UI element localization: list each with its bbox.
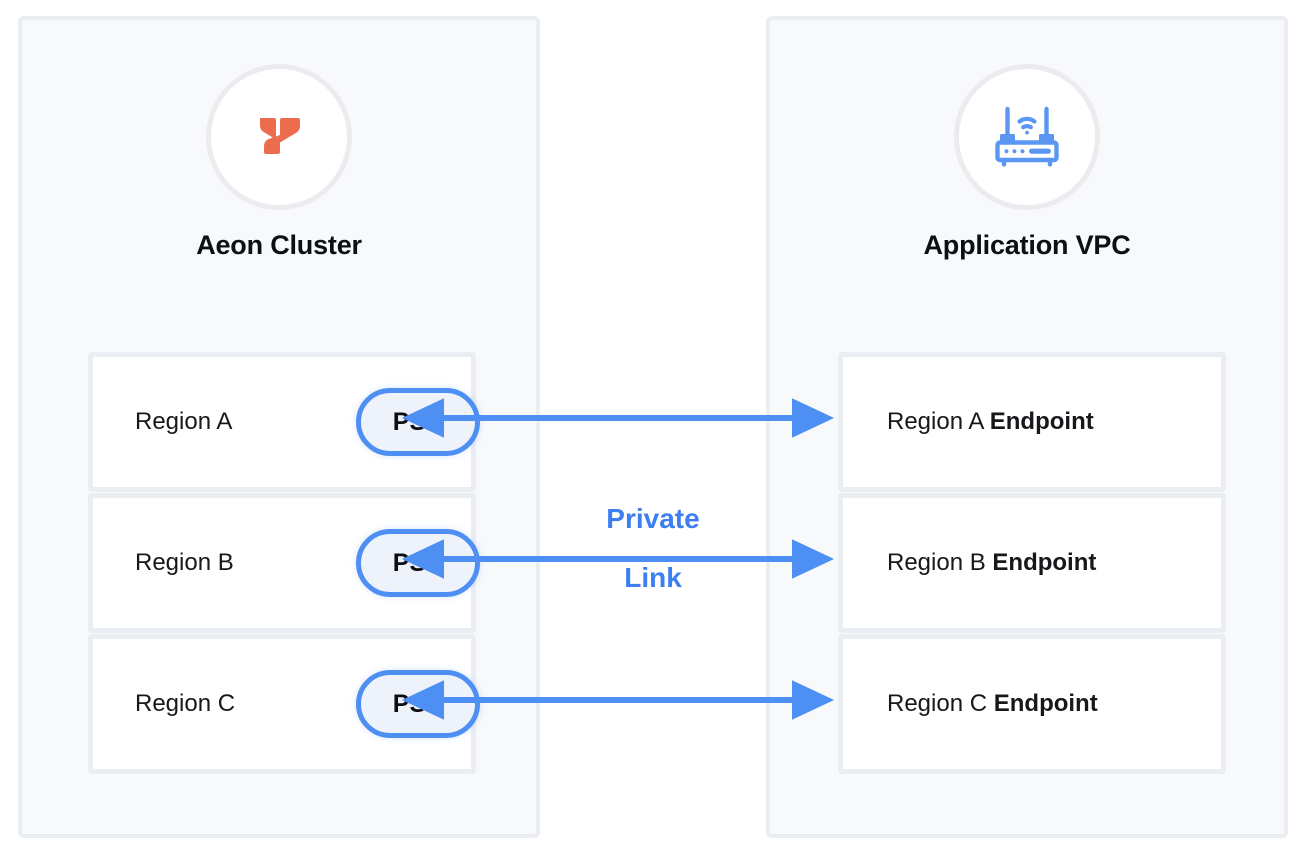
- aeon-cluster-header: Aeon Cluster: [22, 64, 536, 261]
- private-link-label-line1: Private: [606, 503, 700, 534]
- endpoint-region-text: Region B: [887, 549, 993, 576]
- endpoint-row[interactable]: Region B Endpoint: [838, 493, 1226, 633]
- pse-node-label: PSE: [392, 548, 444, 577]
- region-row[interactable]: Region A PSE: [88, 352, 480, 492]
- pse-node[interactable]: PSE: [356, 388, 480, 456]
- router-icon-circle: [954, 64, 1100, 210]
- private-link-label: Private Link: [553, 505, 753, 592]
- endpoint-kind-text: Endpoint: [993, 690, 1098, 717]
- endpoint-kind-text: Endpoint: [992, 549, 1097, 576]
- aeon-cluster-panel: Aeon Cluster Region A PSE Region B PSE R…: [18, 16, 540, 838]
- application-vpc-panel: Application VPC Region A Endpoint Region…: [766, 16, 1288, 838]
- aeon-logo-icon: [248, 104, 310, 171]
- endpoint-row[interactable]: Region A Endpoint: [838, 352, 1226, 492]
- router-icon: [991, 101, 1063, 174]
- endpoint-label: Region A Endpoint: [887, 408, 1094, 436]
- region-label: Region C: [135, 690, 236, 717]
- endpoint-region-text: Region A: [887, 408, 990, 435]
- pse-node-label: PSE: [392, 689, 444, 718]
- pse-node[interactable]: PSE: [356, 670, 480, 738]
- private-link-label-line2: Link: [624, 562, 682, 593]
- endpoint-label: Region C Endpoint: [887, 690, 1098, 718]
- region-label: Region B: [135, 549, 234, 576]
- endpoint-region-text: Region C: [887, 690, 994, 717]
- endpoint-kind-text: Endpoint: [989, 408, 1094, 435]
- region-label: Region A: [135, 408, 233, 435]
- region-row[interactable]: Region B PSE: [88, 493, 480, 633]
- endpoint-row[interactable]: Region C Endpoint: [838, 634, 1226, 774]
- endpoint-label: Region B Endpoint: [887, 549, 1096, 577]
- aeon-cluster-title: Aeon Cluster: [196, 230, 362, 260]
- application-vpc-title: Application VPC: [923, 230, 1131, 260]
- pse-node-label: PSE: [392, 407, 444, 436]
- endpoint-list: Region A Endpoint Region B Endpoint Regi…: [838, 352, 1226, 774]
- pse-node[interactable]: PSE: [356, 529, 480, 597]
- aeon-logo-circle: [206, 64, 352, 210]
- region-list: Region A PSE Region B PSE Region C PSE: [88, 352, 480, 774]
- application-vpc-header: Application VPC: [770, 64, 1284, 261]
- region-row[interactable]: Region C PSE: [88, 634, 480, 774]
